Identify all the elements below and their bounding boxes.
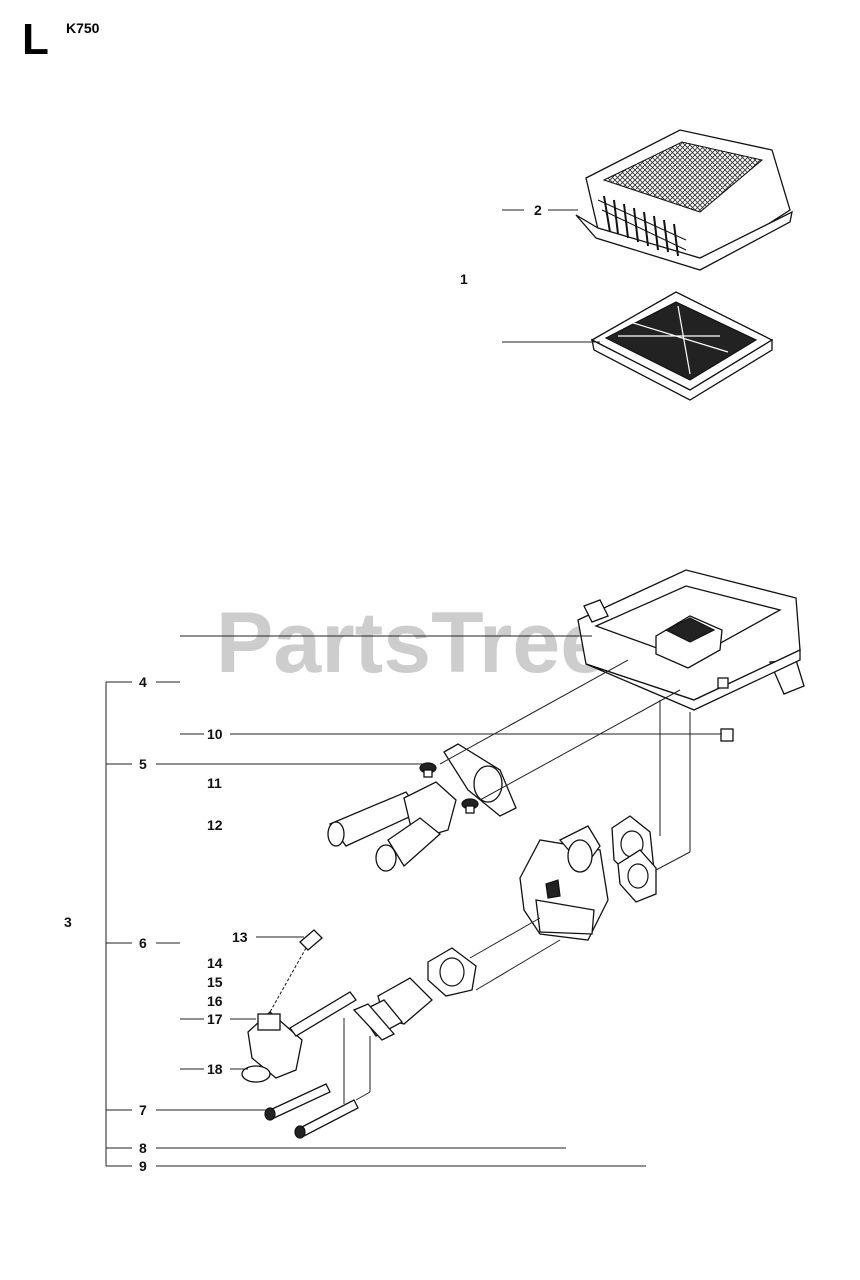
callout-4: 4 [139,674,147,690]
model-number: K750 [66,20,100,36]
item-11-screw[interactable] [419,762,437,778]
callout-5: 5 [139,756,147,772]
pin-rod[interactable] [289,991,357,1037]
item-10-nut[interactable] [720,728,734,742]
item-18-grommet[interactable] [241,1065,271,1083]
carburetor[interactable] [519,825,609,941]
callout-1: 1 [460,271,468,287]
callout-12: 12 [207,817,223,833]
air-filter-housing[interactable] [577,569,805,711]
callout-16: 16 [207,993,223,1009]
callout-6: 6 [139,935,147,951]
callout-11: 11 [207,775,222,791]
callout-10: 10 [207,726,223,742]
air-filter-cover[interactable] [575,129,793,271]
flange-gasket[interactable] [443,743,517,817]
callout-13: 13 [232,929,248,945]
callout-2: 2 [534,202,542,218]
callout-14: 14 [207,955,223,971]
callout-3: 3 [64,914,72,930]
intake-manifold[interactable] [352,947,477,1041]
item-17-bracket[interactable] [247,1011,303,1079]
section-letter: L [22,15,49,64]
item-13-screw[interactable] [269,929,323,1013]
carburetor-gasket[interactable] [611,815,657,903]
air-filter[interactable] [590,291,774,401]
callout-15: 15 [207,974,223,990]
callout-18: 18 [207,1061,223,1077]
watermark: PartsTree [216,595,608,691]
callout-7: 7 [139,1102,147,1118]
item-12-screw[interactable] [461,798,479,814]
callout-8: 8 [139,1140,147,1156]
intake-tubes[interactable] [327,781,457,872]
item-7-bolts[interactable] [264,1083,359,1139]
callout-17: 17 [207,1011,223,1027]
callout-9: 9 [139,1158,147,1174]
